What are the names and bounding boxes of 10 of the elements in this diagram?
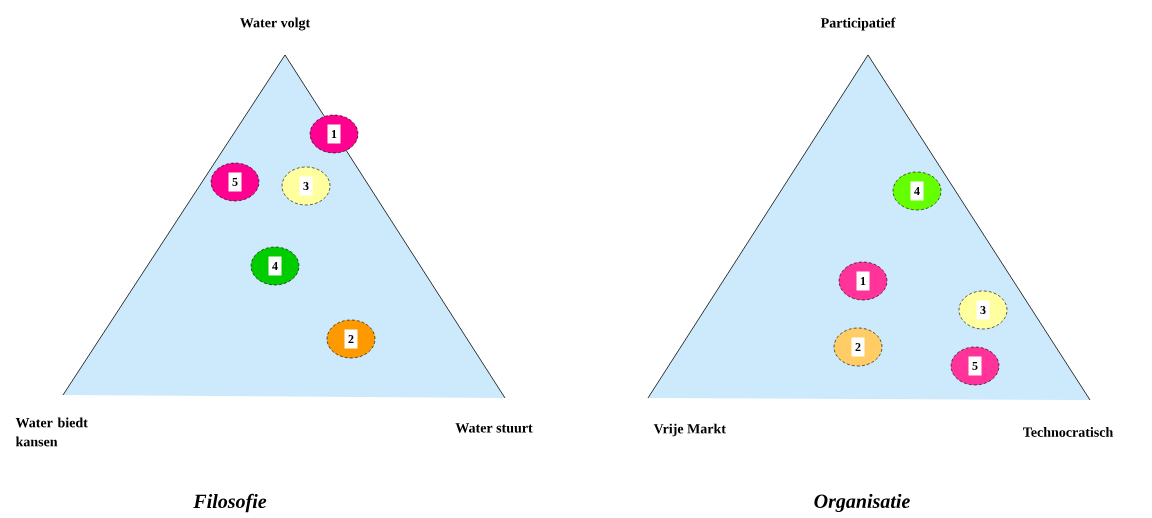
triangle-diagram (62, 54, 506, 399)
corner-label: Water stuurt (455, 423, 533, 433)
corner-label: Vrije Markt (653, 423, 726, 437)
corner-label: Technocratisch (1023, 427, 1114, 437)
panel-caption: Organisatie (814, 493, 910, 513)
corner-label: Participatief (820, 17, 896, 31)
corner-label: Water biedt kansen (15, 417, 88, 447)
triangle-diagram (647, 54, 1091, 401)
corner-label: Water volgt (240, 17, 311, 31)
panel-caption: Filosofie (193, 493, 267, 513)
